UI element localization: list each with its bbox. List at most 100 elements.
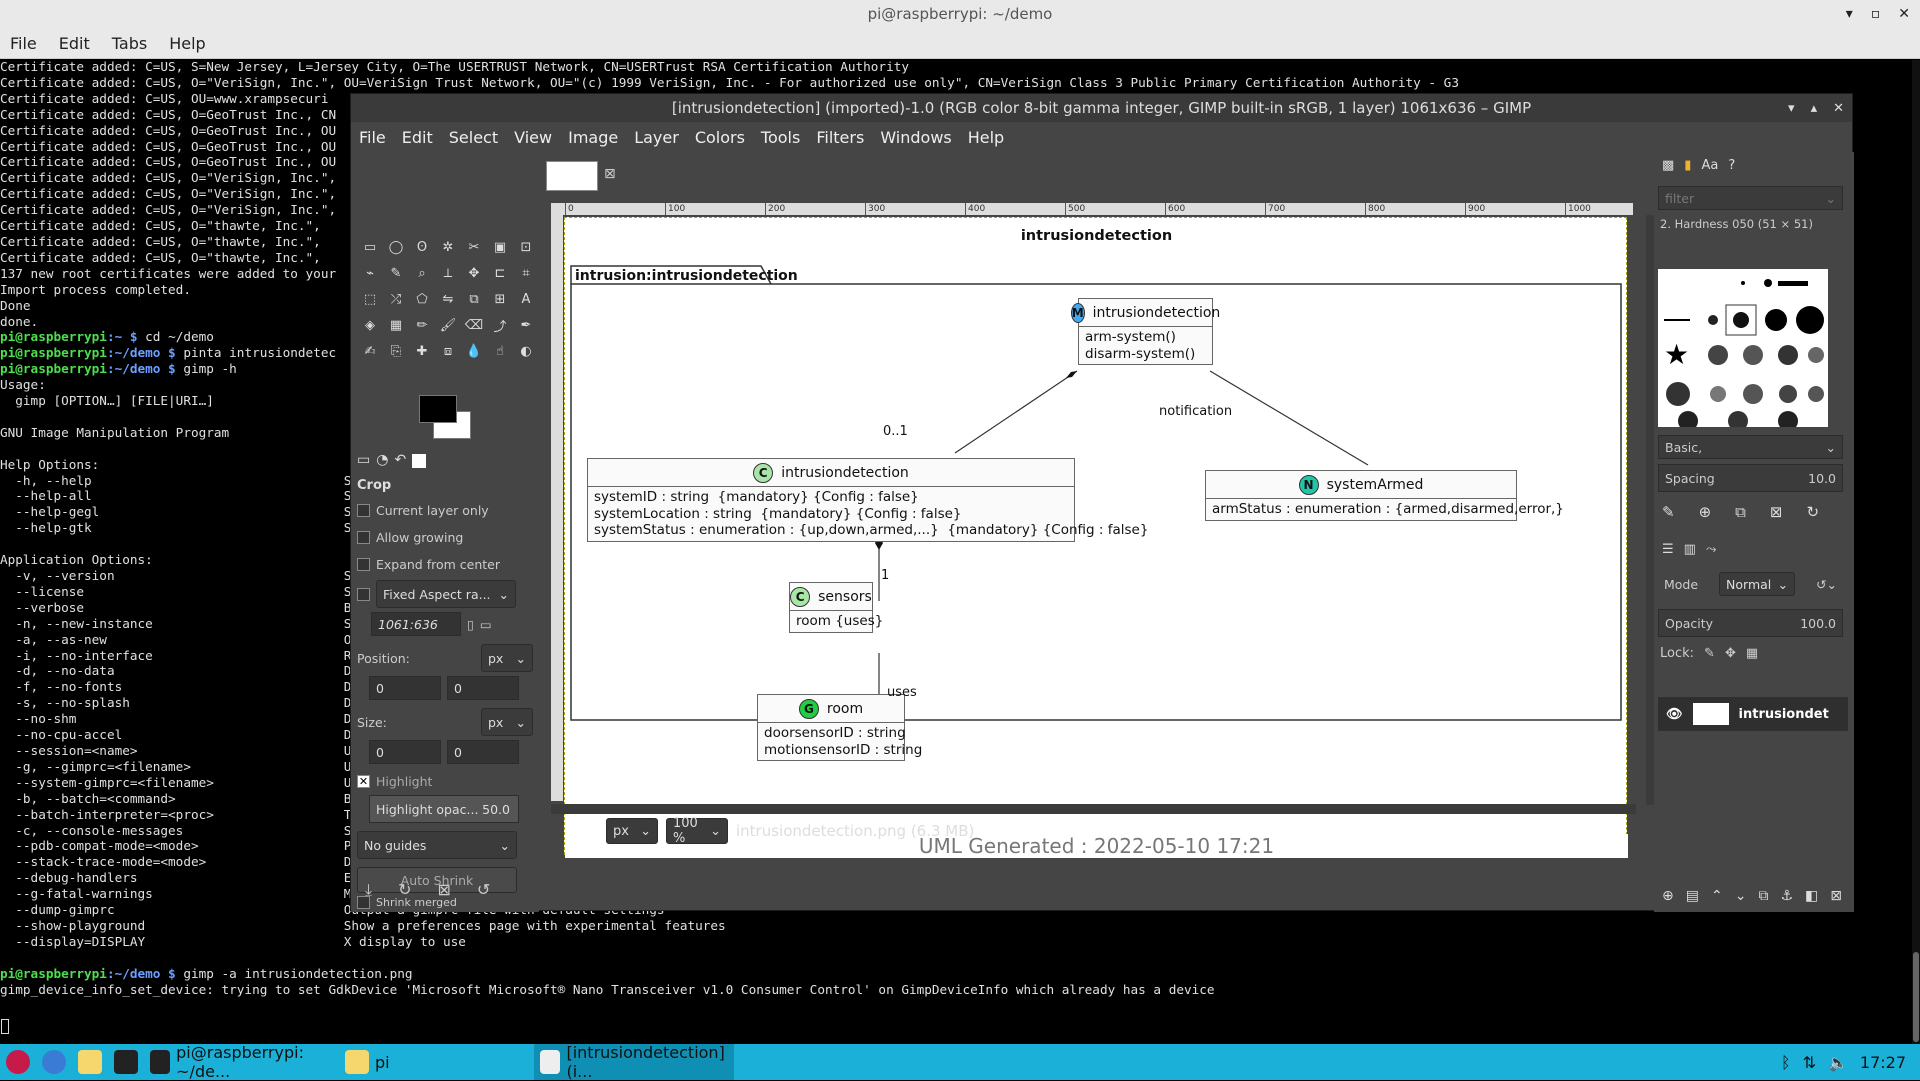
terminal-launcher-icon[interactable] [108, 1044, 144, 1080]
maximize-icon[interactable]: ▴ [1810, 100, 1818, 116]
images-tab-icon[interactable] [412, 454, 427, 468]
delete-options-icon[interactable]: ⊠ [437, 880, 451, 899]
canvas-vertical-scrollbar[interactable] [1646, 215, 1656, 805]
mypaint-icon[interactable]: ✍ [364, 343, 376, 359]
clone-icon[interactable]: ⎘ [390, 343, 402, 359]
eraser-icon[interactable]: ⌫ [464, 317, 484, 333]
delete-layer-icon[interactable]: ⊠ [1830, 888, 1842, 904]
position-y-input[interactable]: 0 [447, 676, 519, 700]
auto-shrink-button[interactable]: Auto Shrink [357, 867, 517, 893]
menu-filters[interactable]: Filters [816, 127, 865, 147]
color-picker-icon[interactable]: ✎ [390, 265, 402, 281]
foreground-select-icon[interactable]: ▣ [493, 239, 507, 255]
layer-mode-dropdown[interactable]: Normal⌄ [1719, 572, 1796, 596]
file-manager-icon[interactable] [72, 1044, 108, 1080]
close-tab-icon[interactable]: ⊠ [604, 166, 616, 182]
raise-layer-icon[interactable]: ⌃ [1710, 888, 1723, 904]
size-h-input[interactable]: 0 [447, 740, 519, 764]
raspberry-menu-icon[interactable] [0, 1044, 36, 1080]
visibility-eye-icon[interactable]: 👁 [1666, 706, 1683, 722]
lower-layer-icon[interactable]: ⌄ [1734, 888, 1747, 904]
position-x-input[interactable]: 0 [369, 676, 441, 700]
menu-file[interactable]: File [359, 127, 386, 147]
smudge-icon[interactable]: ☝ [496, 343, 504, 359]
browser-icon[interactable] [36, 1044, 72, 1080]
align-icon[interactable]: ⊏ [494, 265, 506, 281]
help-tab-icon[interactable]: ? [1728, 158, 1736, 173]
edit-brush-icon[interactable]: ✎ [1662, 503, 1675, 521]
move-icon[interactable]: ✥ [468, 265, 480, 281]
current-layer-only-checkbox[interactable]: Current layer only [357, 497, 533, 524]
anchor-layer-icon[interactable]: ⚓ [1780, 888, 1793, 904]
text-icon[interactable]: A [521, 291, 531, 307]
scissors-icon[interactable]: ✂ [468, 239, 480, 255]
reset-options-icon[interactable]: ↺ [476, 880, 491, 899]
terminal-scrollbar[interactable] [1912, 60, 1920, 1044]
airbrush-icon[interactable]: ⤴ [493, 319, 507, 335]
portrait-icon[interactable]: ▯ [467, 616, 474, 632]
foreground-color-swatch[interactable] [419, 395, 457, 423]
paths-icon[interactable]: ⌁ [366, 265, 374, 281]
expand-from-center-checkbox[interactable]: Expand from center [357, 551, 533, 578]
menu-tabs[interactable]: Tabs [111, 33, 148, 53]
shrink-merged-checkbox[interactable]: Shrink merged [357, 893, 533, 911]
brushes-tab-icon[interactable]: ▩ [1662, 158, 1675, 173]
tool-options-tab-icon[interactable]: ▭ [357, 452, 371, 468]
menu-file[interactable]: File [10, 33, 37, 53]
close-icon[interactable]: ✕ [1898, 6, 1910, 22]
zoom-dropdown[interactable]: 100 %⌄ [666, 816, 728, 846]
menu-select[interactable]: Select [448, 127, 499, 147]
minimize-icon[interactable]: ▾ [1845, 6, 1853, 22]
ellipse-select-icon[interactable]: ◯ [388, 239, 404, 255]
new-brush-icon[interactable]: ⊕ [1698, 503, 1712, 521]
paintbrush-icon[interactable]: 🖌 [439, 317, 457, 333]
new-layer-icon[interactable]: ⊕ [1662, 888, 1674, 904]
mask-layer-icon[interactable]: ◧ [1805, 888, 1819, 904]
position-unit-dropdown[interactable]: px⌄ [481, 644, 533, 672]
save-options-icon[interactable]: ⤓ [365, 880, 373, 899]
warp-icon[interactable]: ⤮ [390, 291, 402, 307]
brush-preset-dropdown[interactable]: Basic,⌄ [1658, 435, 1843, 459]
crop-tool-icon[interactable]: ⊡ [520, 239, 532, 255]
taskbar-gimp[interactable]: [intrusiondetection] (i... [534, 1043, 734, 1081]
ink-icon[interactable]: ✒ [520, 317, 532, 333]
menu-help[interactable]: Help [169, 33, 206, 53]
guides-dropdown[interactable]: No guides⌄ [357, 831, 517, 859]
flip-icon[interactable]: ⇋ [442, 291, 454, 307]
layers-tab-icon[interactable]: ☰ [1662, 542, 1674, 557]
perspective-icon[interactable]: ⧉ [469, 291, 479, 307]
blur-icon[interactable]: 💧 [465, 343, 483, 359]
delete-brush-icon[interactable]: ⊠ [1769, 503, 1783, 521]
device-status-tab-icon[interactable]: ◔ [376, 452, 389, 468]
brush-grid[interactable]: ★ [1658, 269, 1828, 427]
menu-windows[interactable]: Windows [880, 127, 952, 147]
network-icon[interactable]: ⇅ [1802, 1052, 1816, 1072]
menu-colors[interactable]: Colors [694, 127, 745, 147]
maximize-icon[interactable]: ▫ [1870, 6, 1881, 22]
size-w-input[interactable]: 0 [369, 740, 441, 764]
new-group-icon[interactable]: ▤ [1685, 888, 1699, 904]
pencil-icon[interactable]: ✏ [416, 317, 428, 333]
cage-icon[interactable]: ⬠ [416, 291, 428, 307]
brush-filter-input[interactable]: filter⌄ [1658, 186, 1843, 210]
clock[interactable]: 17:27 [1859, 1052, 1906, 1072]
zoom-icon[interactable]: ⌕ [418, 265, 426, 281]
image-tab-thumbnail[interactable] [546, 161, 598, 191]
restore-options-icon[interactable]: ↻ [398, 880, 412, 899]
unified-transform-icon[interactable]: ⬚ [363, 291, 377, 307]
taskbar-terminal[interactable]: pi@raspberrypi: ~/de... [144, 1043, 339, 1081]
highlight-checkbox[interactable]: ✕Highlight [357, 774, 433, 789]
undo-history-tab-icon[interactable]: ↶ [394, 452, 407, 468]
layer-row[interactable]: 👁 intrusiondet [1658, 697, 1848, 731]
menu-help[interactable]: Help [967, 127, 1005, 147]
heal-icon[interactable]: ✚ [416, 343, 428, 359]
menu-layer[interactable]: Layer [634, 127, 679, 147]
measure-icon[interactable]: ⟂ [443, 265, 453, 281]
fuzzy-select-icon[interactable]: ✲ [442, 239, 454, 255]
duplicate-layer-icon[interactable]: ⧉ [1758, 888, 1769, 904]
gradient-icon[interactable]: ▦ [389, 317, 403, 333]
